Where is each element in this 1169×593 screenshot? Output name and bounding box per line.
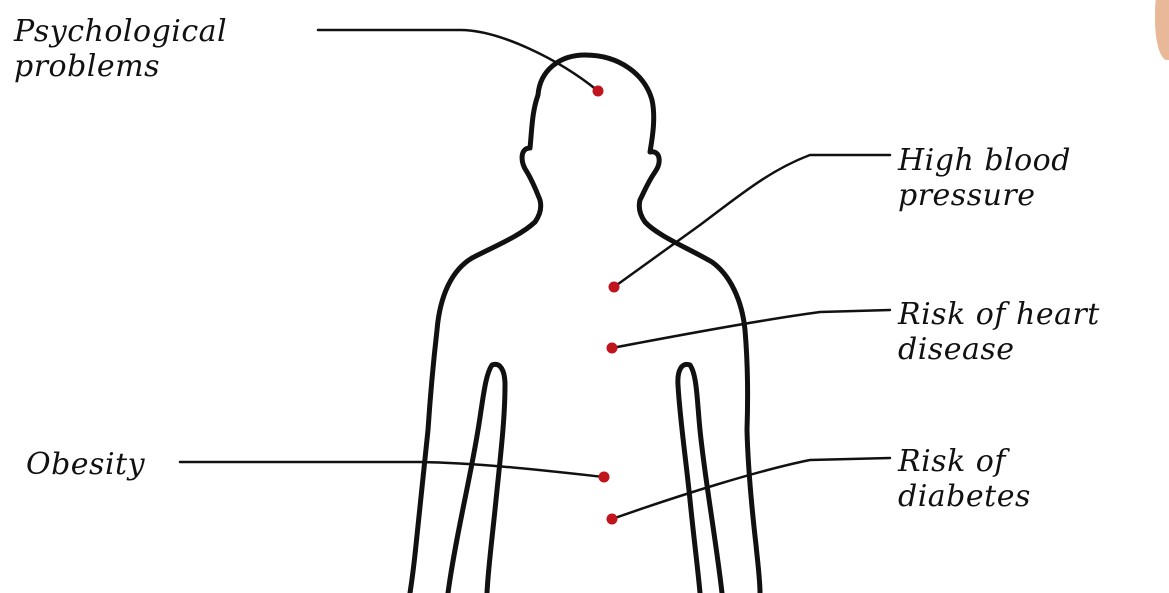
label-risk-of-diabetes: Risk of diabetes (898, 444, 1031, 514)
marker-head (593, 86, 604, 97)
left-arm-inner (448, 364, 505, 593)
leader-line-obesity (180, 462, 604, 477)
marker-obesity (599, 472, 610, 483)
right-arm-inner (678, 364, 722, 593)
marker-diabetes (607, 514, 618, 525)
leader-line-heart (612, 310, 890, 348)
label-high-blood-pressure: High blood pressure (898, 143, 1071, 213)
marker-blood-pressure (609, 282, 620, 293)
marker-heart (607, 343, 618, 354)
label-obesity: Obesity (26, 447, 145, 482)
label-psychological-problems: Psychological problems (14, 14, 227, 84)
label-risk-of-heart-disease: Risk of heart disease (898, 297, 1100, 367)
